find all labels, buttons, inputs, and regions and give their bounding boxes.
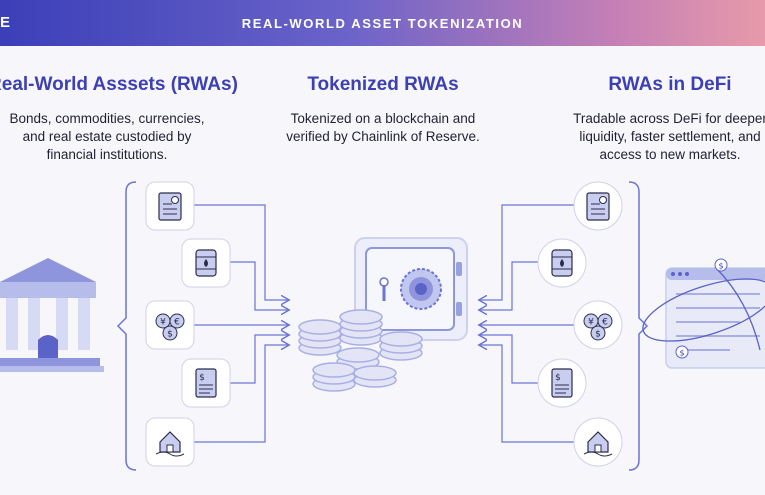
currency-coins-icon: ¥ € $ [573, 300, 623, 350]
svg-text:$: $ [679, 349, 684, 358]
real-estate-icon [145, 417, 195, 467]
svg-text:$: $ [199, 373, 205, 383]
oil-barrel-icon [537, 238, 587, 288]
left-bracket [116, 181, 137, 471]
bond-document-icon [573, 181, 623, 231]
column-title-rwas: Real-World Asssets (RWAs) [0, 74, 238, 95]
defi-dashboard-icon: $ $ [642, 258, 765, 369]
desc-line: Tokenized on a blockchain and [290, 111, 476, 126]
desc-line: access to new markets. [599, 147, 741, 162]
left-connectors [194, 204, 288, 443]
desc-line: financial institutions. [46, 147, 168, 162]
desc-line: Bonds, commodities, currencies, [9, 111, 205, 126]
vault-safe-icon [354, 237, 468, 341]
header-banner: REAL-WORLD ASSET TOKENIZATION [0, 0, 765, 46]
svg-text:$: $ [718, 262, 723, 271]
desc-line: liquidity, faster settlement, and [579, 129, 761, 144]
oil-barrel-icon [181, 238, 231, 288]
real-estate-icon [573, 417, 623, 467]
right-bracket [628, 181, 649, 471]
desc-line: and real estate custodied by [22, 129, 192, 144]
column-desc-defi: Tradable across DeFi for deeper liquidit… [545, 110, 765, 164]
bank-building-icon [0, 258, 104, 372]
column-desc-tokenized: Tokenized on a blockchain and verified b… [258, 110, 508, 146]
svg-text:¥: ¥ [588, 318, 594, 328]
svg-text:¥: ¥ [160, 318, 166, 328]
currency-coins-icon: ¥ € $ [145, 300, 195, 350]
desc-line: Tradable across DeFi for deeper [573, 111, 765, 126]
invoice-icon: $ [537, 358, 587, 408]
svg-text:$: $ [595, 330, 601, 340]
coin-stacks-icon [298, 309, 423, 392]
column-desc-rwas: Bonds, commodities, currencies, and real… [0, 110, 232, 164]
svg-text:€: € [174, 318, 180, 328]
column-title-defi: RWAs in DeFi [608, 74, 732, 95]
svg-text:€: € [602, 318, 608, 328]
svg-text:$: $ [167, 330, 173, 340]
brand-logo: E [0, 14, 11, 31]
desc-line: verified by Chainlink of Reserve. [286, 129, 480, 144]
column-title-tokenized: Tokenized RWAs [307, 74, 459, 95]
bond-document-icon [145, 181, 195, 231]
right-connectors [480, 204, 574, 443]
invoice-icon: $ [181, 358, 231, 408]
page-title: REAL-WORLD ASSET TOKENIZATION [241, 15, 524, 31]
svg-text:$: $ [555, 373, 561, 383]
